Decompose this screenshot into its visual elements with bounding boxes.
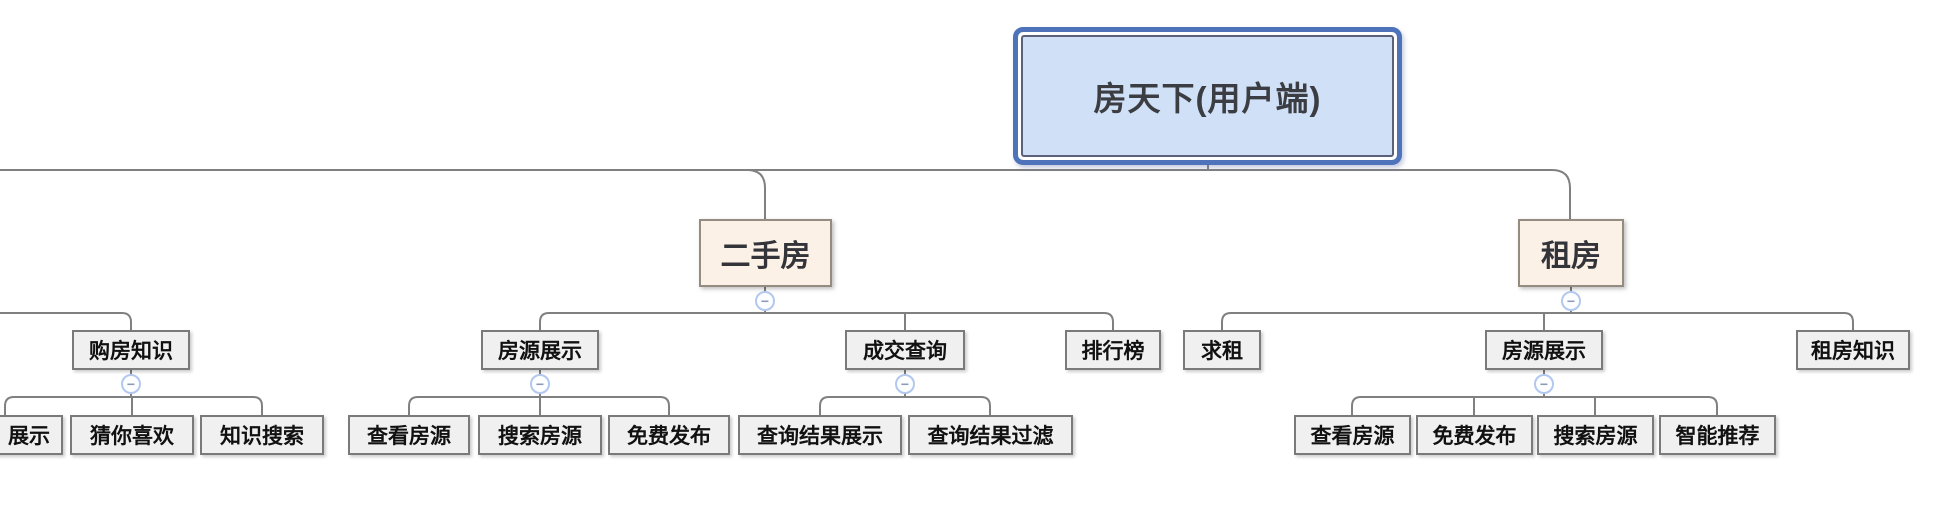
node-view-listings-secondhand[interactable]: 查看房源 <box>348 415 470 455</box>
connector-offscreen-to-buy-knowledge <box>0 312 132 330</box>
connector-secondhand-drop <box>746 169 766 219</box>
node-search-listings-secondhand[interactable]: 搜索房源 <box>478 415 602 455</box>
node-listing-display-rent-label: 房源展示 <box>1502 340 1586 363</box>
node-free-publish-secondhand[interactable]: 免费发布 <box>608 415 730 455</box>
node-secondhand-house[interactable]: 二手房 <box>699 219 832 287</box>
collapse-minus-icon-listing-display-rent[interactable]: − <box>1534 374 1554 394</box>
node-knowledge-search-label: 知识搜索 <box>220 425 304 448</box>
node-query-result-display[interactable]: 查询结果展示 <box>738 415 902 455</box>
node-knowledge-search[interactable]: 知识搜索 <box>200 415 324 455</box>
node-display-partial[interactable]: 展示 <box>0 415 63 455</box>
node-listing-display-rent[interactable]: 房源展示 <box>1485 330 1603 370</box>
node-rent-house-label: 租房 <box>1541 240 1601 273</box>
node-listing-display-secondhand[interactable]: 房源展示 <box>481 330 599 370</box>
node-query-result-display-label: 查询结果展示 <box>757 425 883 448</box>
collapse-minus-icon-deal-query[interactable]: − <box>895 374 915 394</box>
collapse-minus-icon-secondhand[interactable]: − <box>755 291 775 311</box>
connector-listing-display-rent-children <box>1351 370 1718 415</box>
node-root-label: 房天下(用户端) <box>1093 80 1322 117</box>
connector-root-bus <box>0 169 1571 219</box>
collapse-minus-icon-listing-display-secondhand[interactable]: − <box>530 374 550 394</box>
node-rent-knowledge-label: 租房知识 <box>1811 340 1895 363</box>
node-seek-rent[interactable]: 求租 <box>1183 330 1261 370</box>
node-rent-knowledge[interactable]: 租房知识 <box>1796 330 1910 370</box>
node-search-listings-rent[interactable]: 搜索房源 <box>1537 415 1654 455</box>
connector-rent-children <box>1221 287 1854 330</box>
node-free-publish-rent[interactable]: 免费发布 <box>1416 415 1533 455</box>
node-buy-knowledge-label: 购房知识 <box>89 340 173 363</box>
node-rent-house[interactable]: 租房 <box>1518 219 1624 287</box>
node-listing-display-secondhand-label: 房源展示 <box>498 340 582 363</box>
node-display-partial-label: 展示 <box>8 425 50 448</box>
node-guess-you-like[interactable]: 猜你喜欢 <box>70 415 194 455</box>
node-free-publish-rent-label: 免费发布 <box>1432 425 1517 448</box>
node-ranking-label: 排行榜 <box>1081 340 1145 363</box>
node-query-result-filter-label: 查询结果过滤 <box>927 425 1054 448</box>
node-view-listings-rent[interactable]: 查看房源 <box>1294 415 1411 455</box>
node-deal-query[interactable]: 成交查询 <box>845 330 965 370</box>
node-root-label-box: 房天下(用户端) <box>1021 35 1394 157</box>
node-search-listings-secondhand-label: 搜索房源 <box>498 425 582 448</box>
node-secondhand-house-label: 二手房 <box>720 240 811 273</box>
node-buy-knowledge[interactable]: 购房知识 <box>72 330 190 370</box>
node-free-publish-secondhand-label: 免费发布 <box>627 425 711 448</box>
node-search-listings-rent-label: 搜索房源 <box>1553 425 1638 448</box>
node-smart-recommend-label: 智能推荐 <box>1675 425 1760 448</box>
node-smart-recommend[interactable]: 智能推荐 <box>1659 415 1776 455</box>
node-guess-you-like-label: 猜你喜欢 <box>90 425 174 448</box>
node-seek-rent-label: 求租 <box>1201 340 1243 363</box>
node-ranking[interactable]: 排行榜 <box>1065 330 1161 370</box>
node-view-listings-rent-label: 查看房源 <box>1310 425 1395 448</box>
collapse-minus-icon-buy-knowledge[interactable]: − <box>121 374 141 394</box>
connector-secondhand-children <box>539 287 1114 330</box>
node-query-result-filter[interactable]: 查询结果过滤 <box>908 415 1073 455</box>
collapse-minus-icon-rent[interactable]: − <box>1561 291 1581 311</box>
node-view-listings-secondhand-label: 查看房源 <box>367 425 451 448</box>
node-deal-query-label: 成交查询 <box>863 340 947 363</box>
node-root[interactable]: 房天下(用户端) <box>1013 27 1402 165</box>
